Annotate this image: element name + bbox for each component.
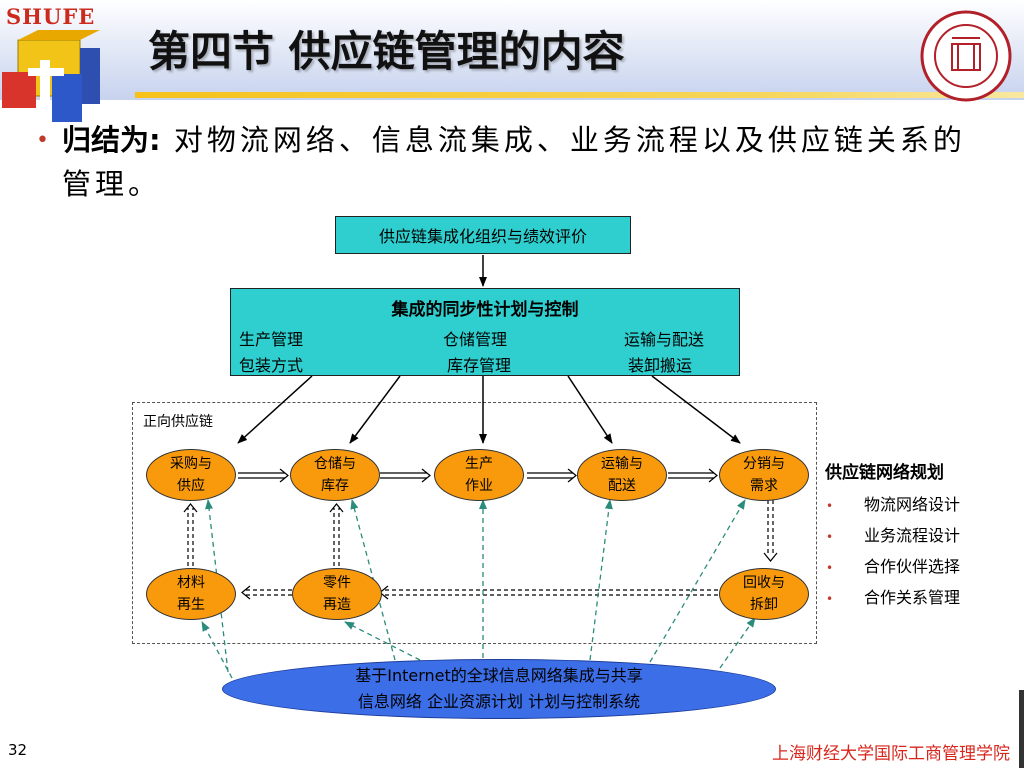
planning-cell: 运输与配送 bbox=[624, 330, 705, 349]
planning-cell: 库存管理 bbox=[447, 356, 512, 375]
arrow-mid-to-node-5 bbox=[651, 375, 741, 444]
sync-planning-box: 集成的同步性计划与控制 生产管理 仓储管理 运输与配送 包装方式 库存管理 装卸… bbox=[230, 288, 740, 376]
list-item: •业务流程设计 bbox=[826, 526, 961, 545]
planning-cell: 生产管理 bbox=[239, 330, 304, 349]
list-item: •合作关系管理 bbox=[826, 588, 961, 607]
brand-logo-text: SHUFE bbox=[6, 4, 96, 29]
node-production: 生产 作业 bbox=[434, 449, 524, 501]
right-edge-bar bbox=[1019, 690, 1024, 768]
network-planning-title: 供应链网络规划 bbox=[825, 463, 944, 483]
forward-chain-frame bbox=[132, 402, 817, 644]
node-transport: 运输与 配送 bbox=[577, 449, 667, 501]
list-item: •合作伙伴选择 bbox=[826, 557, 961, 576]
bullet-marker: • bbox=[36, 128, 49, 153]
info-network-arrows bbox=[201, 499, 756, 679]
page-number: 32 bbox=[8, 741, 28, 759]
bullet-paragraph: 归结为: 对物流网络、信息流集成、业务流程以及供应链关系的管理。 bbox=[62, 118, 982, 206]
reverse-flow-arrows bbox=[187, 500, 774, 596]
node-distribution: 分销与 需求 bbox=[719, 449, 809, 501]
cube-logo-icon bbox=[2, 30, 100, 122]
node-procurement: 采购与 供应 bbox=[146, 449, 236, 501]
node-part-remanufacturing: 零件 再造 bbox=[292, 568, 382, 620]
node-material-recycling: 材料 再生 bbox=[146, 568, 236, 620]
sync-planning-title: 集成的同步性计划与控制 bbox=[391, 300, 579, 320]
arrow-mid-to-node-4 bbox=[567, 375, 613, 444]
org-performance-box: 供应链集成化组织与绩效评价 bbox=[335, 216, 631, 254]
info-network-line-1: 基于Internet的全球信息网络集成与共享 bbox=[355, 666, 643, 685]
network-planning-list: •物流网络设计 •业务流程设计 •合作伙伴选择 •合作关系管理 bbox=[826, 491, 960, 615]
frame-label: 正向供应链 bbox=[143, 414, 213, 430]
list-item: •物流网络设计 bbox=[826, 495, 961, 514]
planning-cell: 包装方式 bbox=[239, 356, 304, 375]
forward-flow-arrows bbox=[238, 468, 718, 483]
university-seal-icon bbox=[920, 10, 1012, 102]
reverse-arrow-heads bbox=[183, 503, 778, 600]
footer-institution: 上海财经大学国际工商管理学院 bbox=[772, 744, 1010, 764]
arrow-mid-to-node-2 bbox=[349, 375, 401, 444]
page-title: 第四节 供应链管理的内容 bbox=[148, 27, 625, 76]
planning-cell: 装卸搬运 bbox=[628, 356, 693, 375]
arrow-mid-to-node-1 bbox=[237, 375, 313, 444]
node-recovery-disassembly: 回收与 拆卸 bbox=[719, 568, 809, 620]
header-divider bbox=[135, 92, 1024, 98]
bullet-body: 对物流网络、信息流集成、业务流程以及供应链关系的管理。 bbox=[62, 123, 966, 201]
planning-cell: 仓储管理 bbox=[443, 330, 508, 349]
info-network-line-2: 信息网络 企业资源计划 计划与控制系统 bbox=[357, 692, 641, 711]
bullet-lead: 归结为: bbox=[62, 123, 161, 157]
header-band bbox=[0, 0, 1024, 100]
info-network-ellipse: 基于Internet的全球信息网络集成与共享 信息网络 企业资源计划 计划与控制… bbox=[222, 659, 776, 719]
node-warehousing: 仓储与 库存 bbox=[290, 449, 380, 501]
